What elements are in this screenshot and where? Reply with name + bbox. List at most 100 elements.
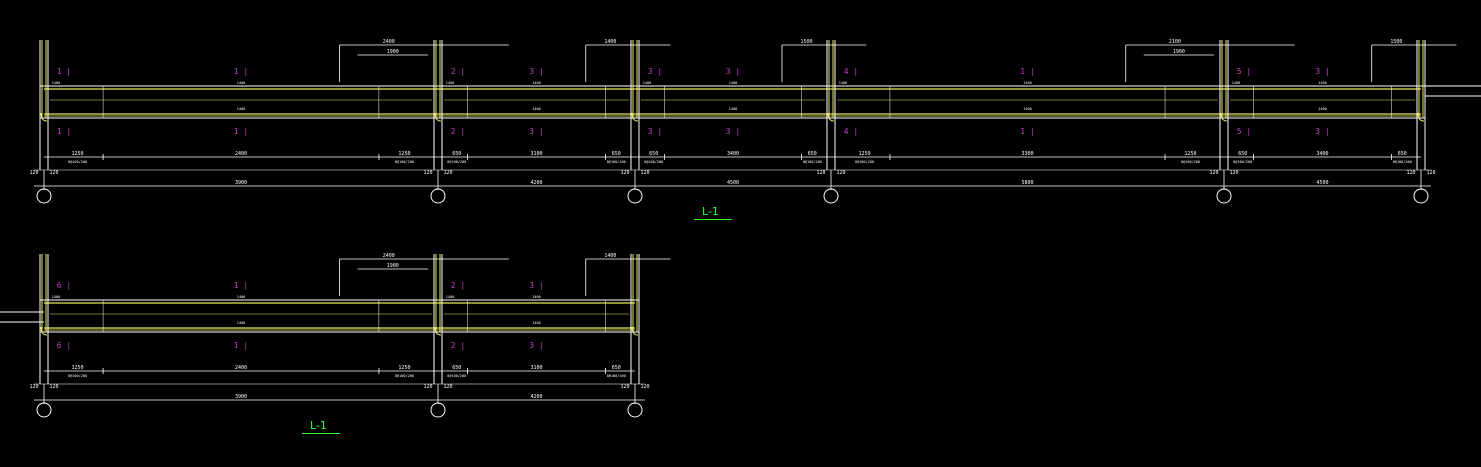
- rebar-hook: [40, 112, 48, 122]
- bottom-left-dim: 650: [649, 151, 658, 157]
- support-bar-text: 1400: [52, 81, 60, 85]
- bottom-left-dim: 1250: [72, 151, 84, 157]
- bottom-right-dim: 1250: [1185, 151, 1197, 157]
- top-bar-dim-text: 2100: [1169, 39, 1181, 45]
- rebar-hook: [1417, 112, 1425, 122]
- mid-bar-text: 1400: [532, 107, 540, 111]
- section-mark: 3 |: [1315, 67, 1329, 76]
- span-dim-text: 4500: [727, 180, 739, 186]
- mid-bar-text: 1400: [237, 321, 245, 325]
- section-mark: 1 |: [234, 281, 248, 290]
- span-dim-text: 3900: [235, 394, 247, 400]
- rebar-hook: [434, 112, 442, 122]
- section-mark: 1 |: [234, 127, 248, 136]
- col-width-label: 120: [640, 170, 649, 176]
- span-dim-text: 5800: [1021, 180, 1033, 186]
- section-mark: 3 |: [1315, 127, 1329, 136]
- span-dim-text: 4200: [530, 394, 542, 400]
- col-width-label: 120: [49, 170, 58, 176]
- section-mark: 1 |: [57, 67, 71, 76]
- section-mark: 3 |: [648, 67, 662, 76]
- support-bar-label: 1900: [1173, 49, 1185, 55]
- section-mark: 3 |: [529, 127, 543, 136]
- mid-bar-text: 1400: [237, 107, 245, 111]
- bottom-mid-dim: 3100: [530, 365, 542, 371]
- bottom-right-dim: 650: [612, 365, 621, 371]
- section-mark: 2 |: [451, 281, 465, 290]
- col-width-label: 120: [29, 384, 38, 390]
- stirrup-text: 8@100/200: [68, 374, 87, 378]
- rebar-hook: [827, 112, 835, 122]
- span-dim-text: 4200: [530, 180, 542, 186]
- axis-circle: [627, 402, 643, 418]
- axis-circle: [430, 402, 446, 418]
- section-mark: 3 |: [529, 341, 543, 350]
- rebar-hook: [1220, 112, 1228, 122]
- axis-circle: [627, 188, 643, 204]
- axis-circle: [36, 188, 52, 204]
- stirrup-text: 8@100/200: [803, 160, 822, 164]
- section-mark: 1 |: [1020, 67, 1034, 76]
- rebar-hook: [40, 326, 48, 336]
- section-mark: 4 |: [844, 67, 858, 76]
- top-bar-dim-text: 1500: [1390, 39, 1402, 45]
- support-bar-text: 1400: [52, 295, 60, 299]
- bottom-right-dim: 1250: [398, 151, 410, 157]
- bottom-mid-dim: 3400: [727, 151, 739, 157]
- caption-underline-2: [302, 433, 340, 434]
- col-width-label: 120: [29, 170, 38, 176]
- bottom-right-dim: 650: [612, 151, 621, 157]
- section-mark: 3 |: [529, 67, 543, 76]
- span-dim-text: 3900: [235, 180, 247, 186]
- stirrup-text: 8@100/200: [1233, 160, 1252, 164]
- col-width-label: 120: [816, 170, 825, 176]
- mid-bar-text: 1400: [1318, 81, 1326, 85]
- bottom-mid-dim: 3400: [1316, 151, 1328, 157]
- section-mark: 4 |: [844, 127, 858, 136]
- section-mark: 3 |: [726, 127, 740, 136]
- top-bar-dim-text: 1400: [604, 253, 616, 259]
- stirrup-text: 8@100/200: [395, 160, 414, 164]
- mid-bar-text: 1400: [729, 81, 737, 85]
- stirrup-text: 8@100/200: [447, 374, 466, 378]
- bottom-mid-dim: 3300: [1021, 151, 1033, 157]
- col-width-label: 120: [443, 384, 452, 390]
- axis-circle: [1216, 188, 1232, 204]
- support-bar-text: 1400: [839, 81, 847, 85]
- beam-caption-2: L-1: [310, 419, 327, 432]
- col-width-label: 120: [640, 384, 649, 390]
- col-width-label: 120: [1209, 170, 1218, 176]
- top-bar-dim-text: 1500: [800, 39, 812, 45]
- section-mark: 1 |: [1020, 127, 1034, 136]
- bottom-mid-dim: 3100: [530, 151, 542, 157]
- section-mark: 1 |: [234, 67, 248, 76]
- mid-bar-text: 1400: [1318, 107, 1326, 111]
- section-mark: 2 |: [451, 127, 465, 136]
- section-mark: 1 |: [57, 127, 71, 136]
- top-bar-dim-text: 2400: [383, 253, 395, 259]
- caption-underline-1: [694, 219, 732, 220]
- mid-bar-text: 1400: [729, 107, 737, 111]
- bottom-mid-dim: 2400: [235, 151, 247, 157]
- bottom-left-dim: 1250: [72, 365, 84, 371]
- section-mark: 6 |: [57, 341, 71, 350]
- stirrup-text: 8@100/200: [447, 160, 466, 164]
- bottom-left-dim: 1250: [858, 151, 870, 157]
- col-width-label: 120: [443, 170, 452, 176]
- support-bar-label: 1900: [387, 263, 399, 269]
- mid-bar-text: 1400: [532, 321, 540, 325]
- bottom-right-dim: 650: [1398, 151, 1407, 157]
- stirrup-text: 8@100/200: [607, 160, 626, 164]
- support-bar-label: 1900: [387, 49, 399, 55]
- stirrup-text: 8@100/200: [395, 374, 414, 378]
- bottom-left-dim: 650: [1238, 151, 1247, 157]
- mid-bar-text: 1400: [532, 295, 540, 299]
- rebar-hook: [631, 112, 639, 122]
- mid-bar-text: 1400: [237, 295, 245, 299]
- stirrup-text: 8@100/200: [855, 160, 874, 164]
- axis-circle: [823, 188, 839, 204]
- stirrup-text: 8@100/200: [1393, 160, 1412, 164]
- section-mark: 2 |: [451, 341, 465, 350]
